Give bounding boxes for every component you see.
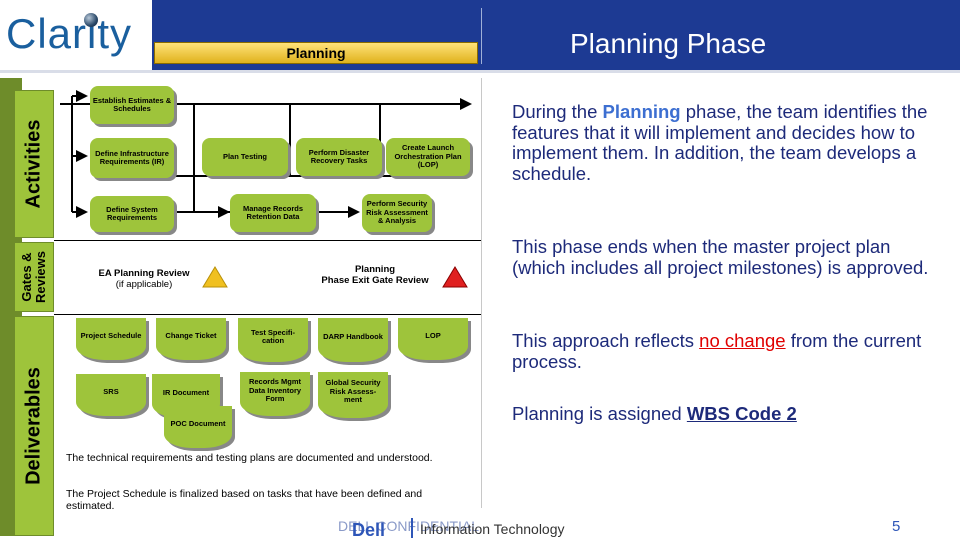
- band-deliverables: Deliverables: [14, 316, 54, 536]
- deliverable-change-ticket: Change Ticket: [156, 318, 226, 360]
- activity-security-risk: Perform Security Risk Assessment & Analy…: [362, 194, 432, 232]
- activity-establish-estimates: Establish Estimates & Schedules: [90, 86, 174, 124]
- gate-ea-review-title: EA Planning Review: [98, 268, 190, 279]
- page-number: 5: [892, 518, 901, 535]
- p1-text-end: phase, the team identifies the features …: [512, 101, 928, 184]
- footer-confidential: DELL CONFIDENTIAL: [338, 518, 480, 534]
- deliverable-lop: LOP: [398, 318, 468, 360]
- band-separator: [54, 314, 482, 315]
- header-divider: [481, 8, 482, 64]
- logo-dot-icon: [84, 13, 98, 27]
- paragraph-phase-end: This phase ends when the master project …: [512, 236, 929, 278]
- paragraph-approach: This approach reflects no change from th…: [512, 330, 932, 372]
- deliverable-project-schedule: Project Schedule: [76, 318, 146, 360]
- deliverables-note-2: The Project Schedule is finalized based …: [66, 488, 423, 512]
- column-divider: [481, 78, 482, 508]
- exit-gate-triangle-icon: [442, 266, 468, 288]
- slide-title: Planning Phase: [570, 28, 767, 59]
- activity-manage-records: Manage Records Retention Data: [230, 194, 316, 232]
- p4-text-start: Planning is assigned: [512, 403, 687, 424]
- gate-exit-review-line2: Phase Exit Gate Review: [321, 275, 429, 286]
- deliverable-poc-document: POC Document: [164, 406, 232, 448]
- phase-tab: Planning: [154, 42, 478, 64]
- gate-ea-review-note: (if applicable): [115, 279, 173, 290]
- p1-text-start: During the: [512, 101, 603, 122]
- dell-logo: Dell: [352, 520, 386, 540]
- band-activities: Activities: [14, 90, 54, 238]
- deliverable-records-mgmt-form: Records Mgmt Data Inventory Form: [240, 372, 310, 416]
- band-deliverables-label: Deliverables: [22, 367, 45, 485]
- paragraph-overview: During the Planning phase, the team iden…: [512, 101, 932, 184]
- header-underline: [0, 70, 960, 73]
- no-change-link: no change: [699, 330, 786, 351]
- deliverable-global-security-risk: Global Security Risk Assess-ment: [318, 372, 388, 418]
- activity-create-lop: Create Launch Orchestration Plan (LOP): [386, 138, 470, 176]
- band-gates-label: Gates & Reviews: [19, 250, 48, 304]
- gate-ea-review: EA Planning Review (if applicable): [84, 268, 204, 290]
- activity-disaster-recovery: Perform Disaster Recovery Tasks: [296, 138, 382, 176]
- band-separator: [54, 240, 482, 241]
- deliverable-test-specification: Test Specifi-cation: [238, 318, 308, 362]
- deliverable-darp-handbook: DARP Handbook: [318, 318, 388, 362]
- activity-plan-testing: Plan Testing: [202, 138, 288, 176]
- phase-diagram: Activities Gates & Reviews Deliverables: [0, 78, 482, 536]
- logo-area: Clarity: [0, 0, 152, 70]
- p3-text-end: from the current process.: [512, 330, 922, 372]
- p1-highlight: Planning: [602, 101, 681, 122]
- gate-exit-review: Planning Phase Exit Gate Review: [302, 264, 448, 286]
- footer-divider: [411, 518, 413, 538]
- footer-division: Information Technology: [420, 521, 565, 537]
- wbs-code: WBS Code 2: [686, 403, 797, 424]
- paragraph-wbs: Planning is assigned WBS Code 2: [512, 403, 932, 425]
- gate-exit-review-line1: Planning: [354, 264, 396, 275]
- activity-define-infrastructure: Define Infrastructure Requirements (IR): [90, 138, 174, 178]
- activity-define-system-requirements: Define System Requirements: [90, 196, 174, 232]
- deliverables-note-1: The technical requirements and testing p…: [66, 452, 433, 464]
- p3-text-start: This approach reflects: [512, 330, 700, 351]
- ea-review-triangle-icon: [202, 266, 228, 288]
- band-gates: Gates & Reviews: [14, 242, 54, 312]
- strip-top: [0, 78, 22, 86]
- deliverable-srs: SRS: [76, 374, 146, 416]
- clarity-logo: Clarity: [6, 10, 133, 57]
